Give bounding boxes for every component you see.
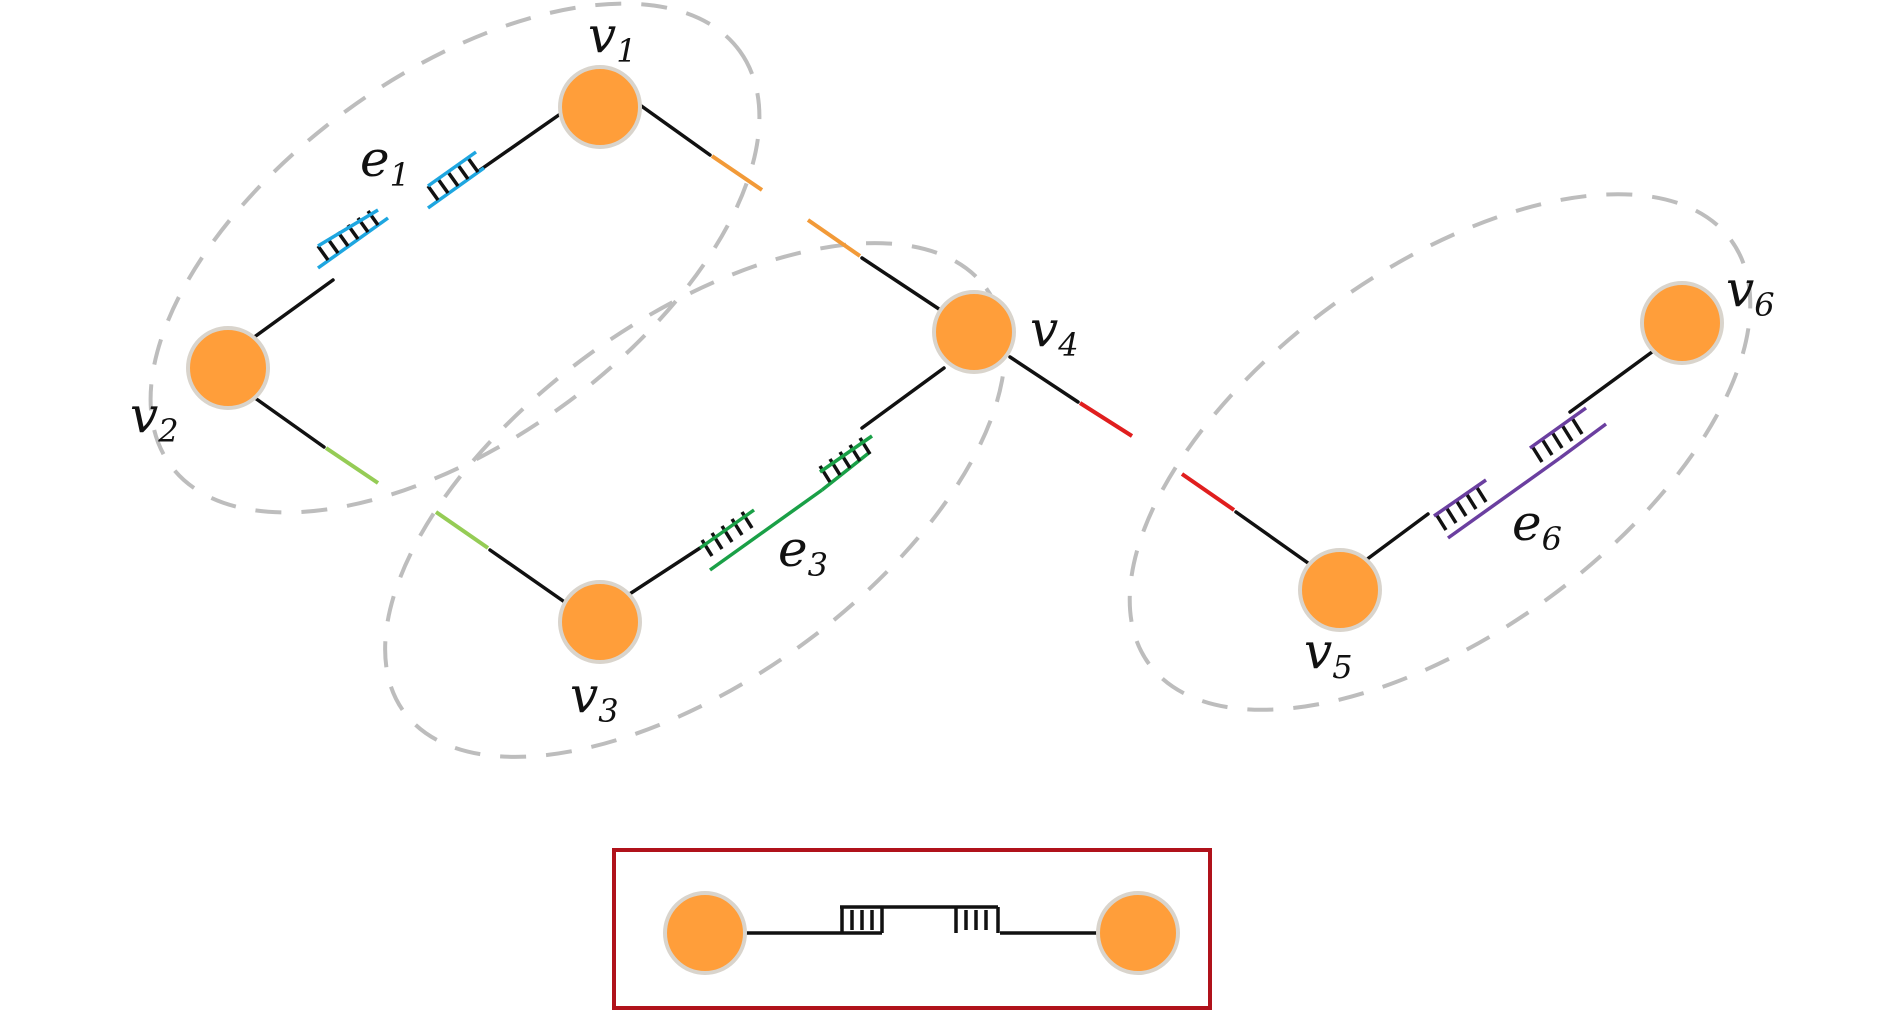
edge-v3-link	[488, 548, 568, 605]
node-label-v2: v2	[130, 386, 179, 450]
node-label-v4: v4	[1030, 300, 1079, 364]
node-label-v3: v3	[570, 666, 619, 730]
legend-box	[612, 848, 1212, 1010]
edge-v3-e3	[626, 546, 702, 597]
link-v1-v4-orange-b	[806, 218, 862, 258]
hyperedge-outline-e1	[148, 1, 762, 515]
link-v2-v3-green-b	[434, 510, 490, 550]
hyperedge-outline-e6	[1127, 192, 1753, 712]
colored-links	[324, 154, 1236, 550]
edge-label-e1: e1	[360, 130, 410, 194]
legend-node-right	[1096, 891, 1180, 975]
hyperedge-outlines	[148, 1, 1753, 759]
edge-v5-link-red	[1234, 510, 1310, 565]
hyperedge-e3	[698, 434, 873, 572]
edge-v5-e6	[1364, 512, 1430, 562]
node-label-v5: v5	[1304, 622, 1353, 686]
edge-v4-link-red	[1008, 355, 1080, 404]
edge-v4-link	[860, 256, 950, 317]
node-labels: v1 v2 v3 v4 v5 v6	[130, 6, 1775, 730]
node-v1	[558, 65, 642, 149]
link-v4-v5-red-a	[1078, 401, 1134, 438]
nodes	[186, 65, 1724, 664]
hyperedge-e6	[1433, 406, 1608, 540]
edge-v2-link	[253, 396, 326, 449]
link-v1-v4-orange-a	[710, 154, 764, 192]
edge-v1-e1	[478, 108, 568, 172]
node-v4	[932, 290, 1016, 374]
edge-v4-e3	[860, 366, 946, 430]
edge-labels: e1 e3 e6	[360, 130, 1562, 584]
edge-v6-e6	[1568, 350, 1654, 414]
node-v3	[558, 580, 642, 664]
edge-label-e6: e6	[1512, 494, 1562, 558]
legend-border	[612, 848, 1212, 1010]
edge-v1-link	[638, 103, 712, 157]
node-v2	[186, 326, 270, 410]
edge-label-e3: e3	[778, 520, 828, 584]
hyperedge-outline-e3	[383, 241, 1007, 759]
node-label-v1: v1	[588, 6, 637, 70]
hyperedge-e1	[316, 150, 486, 270]
link-v2-v3-green-a	[324, 446, 380, 485]
link-v4-v5-red-b	[1180, 472, 1236, 512]
node-v5	[1298, 548, 1382, 632]
node-v6	[1640, 281, 1724, 365]
legend-node-left	[663, 891, 747, 975]
node-label-v6: v6	[1726, 260, 1775, 324]
edge-lines	[251, 103, 1654, 605]
edge-v2-e1	[251, 278, 335, 340]
